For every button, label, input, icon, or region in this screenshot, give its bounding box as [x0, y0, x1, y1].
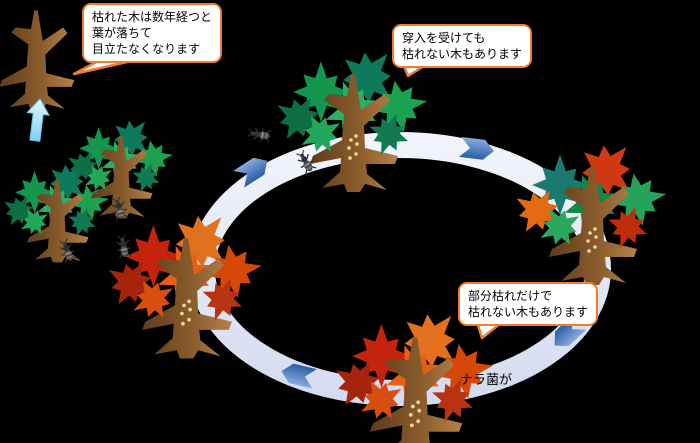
bore-hole-dot [181, 321, 185, 326]
bore-hole-dot [416, 419, 421, 424]
callout-text-line: 枯れた木は数年経つと [92, 10, 213, 24]
leaf-cluster [610, 173, 667, 226]
bore-hole-dot [187, 299, 191, 304]
leaf-cluster [69, 184, 109, 221]
attacked-surviving-tree [277, 52, 428, 192]
beetle-icon [59, 238, 77, 263]
bore-hole-dot [411, 404, 415, 409]
callout-text-line: 部分枯れだけで [468, 289, 553, 303]
bore-hole-dot [593, 227, 597, 231]
bore-hole-dot [593, 245, 597, 249]
callout-text-line: 枯れない木もあります [402, 47, 523, 61]
leaf-cluster [540, 208, 579, 245]
leaf-cluster [434, 344, 493, 399]
beetle-icon [116, 234, 132, 259]
bore-hole-dot [594, 235, 598, 239]
faded-dead-tree [0, 10, 75, 111]
partial-dieback-tree [516, 145, 667, 285]
leaf-cluster [361, 380, 402, 419]
cycle-arrow-icon [458, 137, 494, 160]
tree-trunk [549, 167, 637, 285]
bore-hole-dot [587, 249, 591, 253]
callout-text-line: 目立たなくなります [92, 42, 201, 56]
bore-hole-dot [187, 317, 191, 322]
leaf-cluster [432, 378, 473, 423]
tree-trunk [310, 74, 398, 192]
bore-hole-dot [417, 408, 422, 413]
cycle-arrow-icon [554, 315, 587, 347]
beetle-icon [111, 196, 129, 221]
leaf-cluster [202, 278, 242, 321]
up-arrow-icon [26, 98, 51, 142]
tree-trunk [142, 238, 232, 359]
callout-survives-boring: 穿入を受けても 枯れない木もあります [392, 24, 533, 68]
bore-hole-dot [349, 138, 353, 142]
leaf-cluster [132, 163, 160, 193]
bore-hole-dot [182, 303, 186, 308]
callout-text-line: 枯れない木もあります [468, 305, 589, 319]
leaf-cluster [369, 113, 408, 155]
leaf-cluster [21, 208, 48, 235]
callout-faded-dead-tree: 枯れた木は数年経つと 葉が落ちて 目立たなくなります [82, 3, 223, 63]
bore-hole-dot [416, 400, 421, 405]
cycle-arrow-icon [233, 157, 268, 188]
beetle-icon [247, 127, 272, 143]
leaf-cluster [371, 80, 428, 133]
tree-trunk [90, 135, 153, 219]
callout-partial-dieback: 部分枯れだけで 枯れない木もあります [458, 282, 599, 326]
leaf-cluster [301, 115, 340, 152]
bore-hole-dot [588, 231, 592, 235]
bore-hole-dot [408, 413, 413, 417]
bore-hole-dot [180, 311, 184, 316]
dying-tree-bottom [335, 314, 493, 443]
bore-hole-dot [348, 156, 352, 160]
bore-hole-dot [354, 134, 358, 138]
bore-hole-dot [586, 239, 590, 243]
beetle-icon [296, 149, 317, 175]
callout-text-line: 葉が落ちて [92, 26, 153, 40]
tree-trunk [0, 10, 75, 111]
callout-text-line: 穿入を受けても [402, 31, 486, 45]
leaf-cluster [68, 207, 96, 237]
bore-hole-dot [354, 152, 358, 156]
leaf-cluster [133, 140, 173, 177]
leaf-cluster [204, 244, 262, 298]
bore-hole-dot [409, 423, 414, 428]
healthy-tree-small [4, 164, 109, 263]
bore-hole-dot [347, 146, 351, 150]
leaf-cluster [133, 280, 173, 318]
healthy-tree-small-2 [68, 120, 173, 219]
nara-fungus-label: ナラ菌が [460, 372, 513, 387]
dying-tree-left [108, 215, 262, 359]
leaf-cluster [85, 164, 112, 191]
tree-trunk [369, 337, 463, 443]
leaf-cluster [608, 206, 647, 248]
bore-hole-dot [355, 142, 359, 146]
bore-hole-dot [188, 307, 192, 312]
tree-trunk [26, 179, 89, 263]
cycle-arrow-icon [281, 363, 317, 389]
